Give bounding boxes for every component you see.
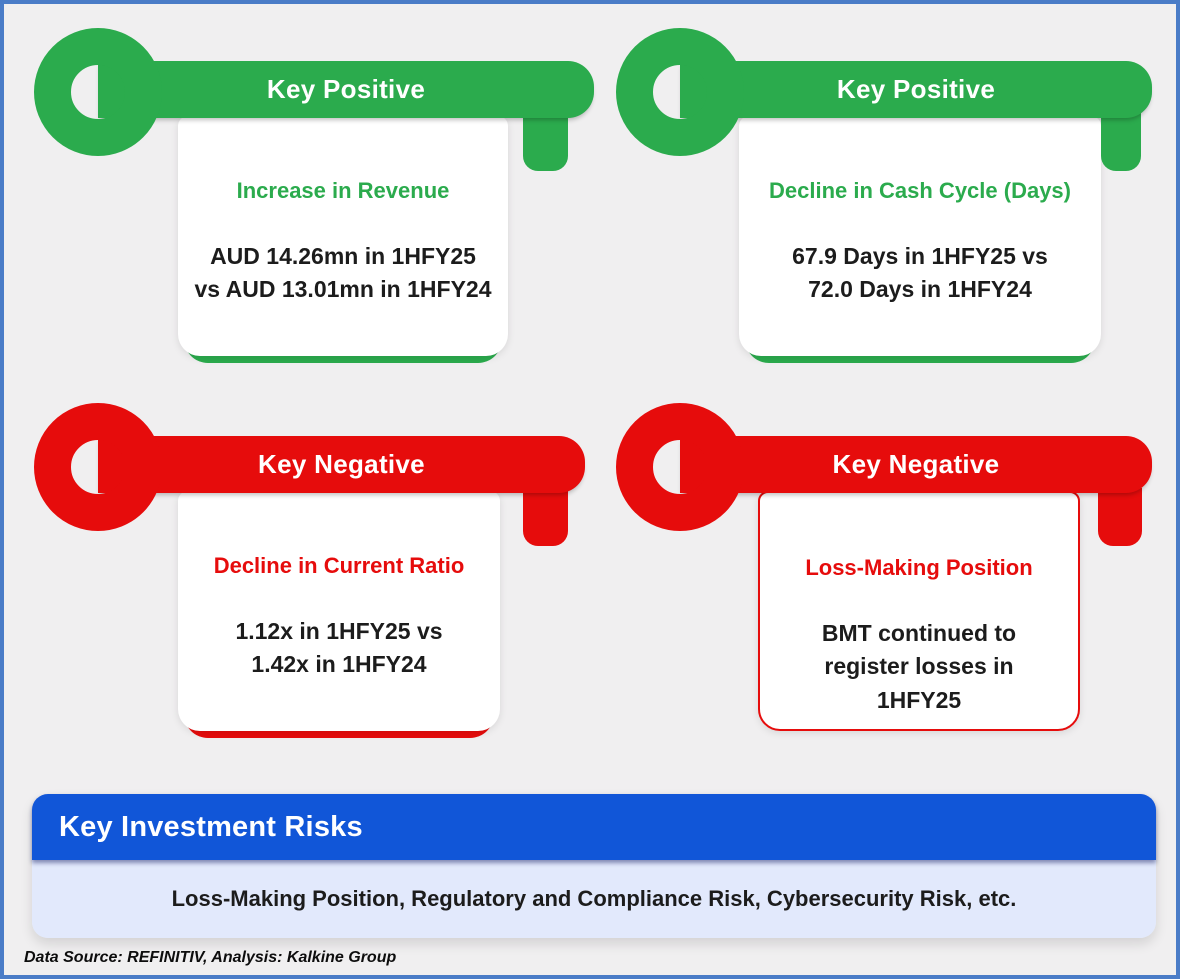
key-label: Key Positive <box>836 74 996 104</box>
key-ring-icon <box>616 28 744 156</box>
key-ring-icon <box>34 403 162 531</box>
risks-banner-header: Key Investment Risks <box>32 794 1156 860</box>
key-label: Key Positive <box>266 74 426 104</box>
key-ring-icon <box>34 28 162 156</box>
key-shaft-icon: Key Positive <box>680 61 1152 118</box>
key-shaft-icon: Key Negative <box>98 436 585 493</box>
key-callout-loss-making-position: Loss-Making Position BMT continued to re… <box>616 403 1176 743</box>
key-tooth-icon <box>523 488 568 546</box>
key-ring-icon <box>616 403 744 531</box>
card-title: Loss-Making Position <box>805 555 1033 580</box>
key-tooth-icon <box>523 113 568 171</box>
key-callout-increase-in-revenue: Increase in Revenue AUD 14.26mn in 1HFY2… <box>34 28 602 368</box>
key-shaft-icon: Key Positive <box>98 61 594 118</box>
key-investment-risks-banner: Key Investment Risks Loss-Making Positio… <box>32 794 1156 938</box>
key-card: Increase in Revenue AUD 14.26mn in 1HFY2… <box>178 116 508 363</box>
key-label: Key Negative <box>832 449 1000 479</box>
risks-banner-body: Loss-Making Position, Regulatory and Com… <box>32 860 1156 938</box>
key-card: Decline in Cash Cycle (Days) 67.9 Days i… <box>739 116 1101 363</box>
card-body-text: AUD 14.26mn in 1HFY25 vs AUD 13.01mn in … <box>194 243 492 303</box>
risks-banner-title: Key Investment Risks <box>59 810 363 843</box>
card-surface: Increase in Revenue AUD 14.26mn in 1HFY2… <box>178 116 508 356</box>
key-shaft-icon: Key Negative <box>680 436 1152 493</box>
data-source-note: Data Source: REFINITIV, Analysis: Kalkin… <box>24 949 397 966</box>
card-title: Increase in Revenue <box>236 178 450 203</box>
key-card: Decline in Current Ratio 1.12x in 1HFY25… <box>178 491 500 738</box>
card-body-text: 67.9 Days in 1HFY25 vs 72.0 Days in 1HFY… <box>792 243 1048 303</box>
key-card: Loss-Making Position BMT continued to re… <box>758 491 1080 731</box>
card-title: Decline in Cash Cycle (Days) <box>768 178 1071 203</box>
key-tooth-icon <box>1101 113 1141 171</box>
card-body-text: 1.12x in 1HFY25 vs 1.42x in 1HFY24 <box>235 618 443 678</box>
card-surface: Loss-Making Position BMT continued to re… <box>758 491 1080 731</box>
key-callout-decline-in-current-ratio: Decline in Current Ratio 1.12x in 1HFY25… <box>34 403 602 743</box>
key-tooth-icon <box>1098 488 1142 546</box>
card-surface: Decline in Cash Cycle (Days) 67.9 Days i… <box>739 116 1101 356</box>
risks-list-text: Loss-Making Position, Regulatory and Com… <box>171 886 1017 911</box>
card-body-text: BMT continued to register losses in 1HFY… <box>821 620 1017 713</box>
card-surface: Decline in Current Ratio 1.12x in 1HFY25… <box>178 491 500 731</box>
card-title: Decline in Current Ratio <box>213 553 465 578</box>
key-callout-decline-in-cash-cycle: Decline in Cash Cycle (Days) 67.9 Days i… <box>616 28 1176 368</box>
key-label: Key Negative <box>258 449 425 479</box>
